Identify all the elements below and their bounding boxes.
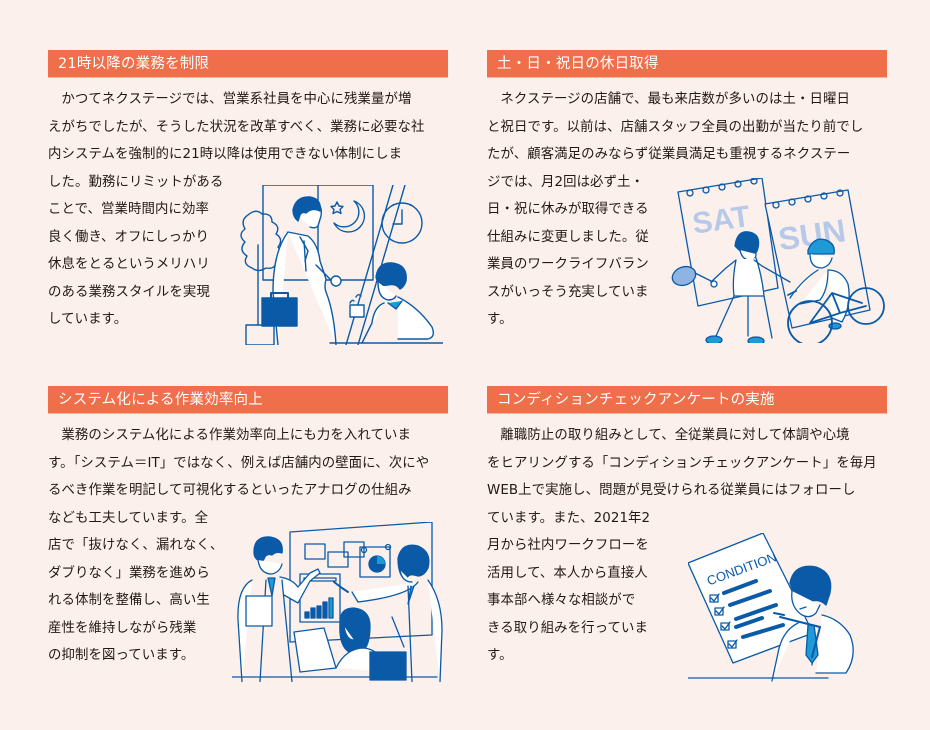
section-body: かつてネクステージでは、営業系社員を中心に残業量が増 えがちでしたが、そうした状… — [48, 86, 448, 334]
star-icon — [330, 201, 344, 215]
text-line: しています。 — [48, 312, 128, 327]
text-line: スがいっそう充実していま — [487, 284, 649, 300]
whiteboard-icon — [289, 522, 433, 643]
section-title: 土・日・祝日の休日取得 — [487, 50, 887, 78]
text-line: す。 — [487, 312, 513, 327]
text-line: ことで、営業時間内に効率 — [48, 202, 209, 217]
text-line: なども工夫しています。全 — [48, 510, 209, 526]
text-line: かつてネクステージでは、営業系社員を中心に残業量が増 — [61, 92, 412, 107]
text-line: えがちでしたが、そうした状況を改革すべく、業務に必要な社 — [48, 119, 425, 135]
man-drinking-coffee-icon — [329, 262, 443, 344]
section-title: システム化による作業効率向上 — [48, 386, 448, 414]
section-systemization: システム化による作業効率向上 業務のシステム化による作業効率向上にも力を入れてい… — [48, 386, 448, 670]
text-line: ダブりなく」業務を進めら — [48, 565, 210, 581]
thinking-man-icon — [771, 565, 854, 682]
text-line: 業員のワークライフバラン — [487, 257, 649, 272]
section-body: 業務のシステム化による作業効率向上にも力を入れていま す。「システム＝IT」では… — [48, 422, 448, 670]
briefcase-icon — [261, 292, 298, 327]
text-line: 離職防止の取り組みとして、全従業員に対して体調や心境 — [500, 428, 850, 443]
text-line: ジでは、月2回は必ず土・ — [487, 174, 645, 190]
text-line: 店で「抜けなく、漏れなく、 — [48, 538, 224, 553]
text-line: 良く働き、オフにしっかり — [48, 229, 209, 245]
section-body: 離職防止の取り組みとして、全従業員に対して体調や心境 をヒアリングする「コンディ… — [487, 422, 887, 670]
walking-businessman-icon — [272, 196, 342, 345]
text-line: 日・祝に休みが取得できる — [487, 202, 649, 217]
text-line: 内システムを強制的に21時以降は使用できない体制にしま — [48, 147, 403, 162]
checkbox-checked-icon — [714, 589, 772, 616]
text-line: す。 — [487, 648, 513, 663]
moon-icon — [333, 200, 366, 233]
illustration-systemization — [232, 522, 447, 682]
checkbox-checked-icon — [727, 623, 785, 649]
text-line: した。勤務にリミットがある — [48, 174, 224, 190]
text-line: るべき作業を明記して可視化するといったアナログの仕組み — [48, 483, 412, 498]
text-line: と祝日です。以前は、店舗スタッフ全員の出勤が当たり前でし — [487, 119, 864, 135]
illustration-weekend: SAT SUN — [670, 178, 885, 343]
section-body: ネクステージの店舗で、最も来店数が多いのは土・日曜日 と祝日です。以前は、店舗ス… — [487, 86, 887, 334]
text-line: 仕組みに変更しました。従 — [487, 229, 649, 245]
text-line: 産性を維持しながら残業 — [48, 620, 197, 636]
text-line: 活用して、本人から直接人 — [487, 565, 648, 581]
text-line: をヒアリングする「コンディションチェックアンケート」を毎月 — [487, 455, 877, 471]
bicycle-icon — [787, 287, 885, 343]
text-line: WEB上で実施し、問題が見受けられる従業員にはフォローし — [487, 483, 856, 498]
text-line: ネクステージの店舗で、最も来店数が多いのは土・日曜日 — [500, 92, 850, 107]
text-line: きる取り組みを行っていま — [487, 620, 648, 636]
section-weekend-holidays: 土・日・祝日の休日取得 ネクステージの店舗で、最も来店数が多いのは土・日曜日 と… — [487, 50, 887, 334]
illustration-condition-check: CONDITION — [688, 533, 888, 683]
text-line: の抑制を図っています。 — [48, 648, 195, 663]
pointing-man-icon — [333, 544, 443, 682]
section-title: コンディションチェックアンケートの実施 — [487, 386, 887, 414]
section-condition-check: コンディションチェックアンケートの実施 離職防止の取り組みとして、全従業員に対し… — [487, 386, 887, 670]
sticky-note-icon — [304, 541, 392, 578]
text-line: ています。また、2021年2 — [487, 510, 651, 526]
text-line: す。「システム＝IT」ではなく、例えば店舗内の壁面に、次にや — [48, 455, 430, 471]
tennis-racket-icon — [671, 265, 718, 288]
pie-chart-icon — [368, 555, 386, 573]
text-line: 休息をとるというメリハリ — [48, 257, 210, 272]
section-overtime-limit: 21時以降の業務を制限 かつてネクステージでは、営業系社員を中心に残業量が増 え… — [48, 50, 448, 334]
text-line: たが、顧客満足のみならず従業員満足も重視するネクステー — [487, 147, 851, 162]
cyclist-icon — [789, 238, 850, 330]
text-line: のある業務スタイルを実現 — [48, 284, 210, 300]
clock-icon — [381, 202, 423, 244]
illustration-overtime — [238, 185, 443, 345]
text-line: 月から社内ワークフローを — [487, 538, 649, 553]
condition-checklist-icon: CONDITION — [688, 533, 814, 664]
text-line: れる体制を整備し、高い生 — [48, 593, 210, 608]
checkbox-checked-icon — [720, 603, 778, 631]
checkbox-checked-icon — [709, 579, 758, 603]
presenter-man-icon — [237, 536, 321, 682]
woman-at-laptop-icon — [293, 607, 407, 681]
pen-icon — [773, 612, 821, 658]
section-title: 21時以降の業務を制限 — [48, 50, 448, 78]
text-line: 業務のシステム化による作業効率向上にも力を入れていま — [61, 428, 411, 443]
text-line: 事本部へ様々な相談がで — [487, 593, 636, 608]
tennis-player-icon — [705, 231, 791, 343]
plant-icon — [240, 210, 282, 345]
